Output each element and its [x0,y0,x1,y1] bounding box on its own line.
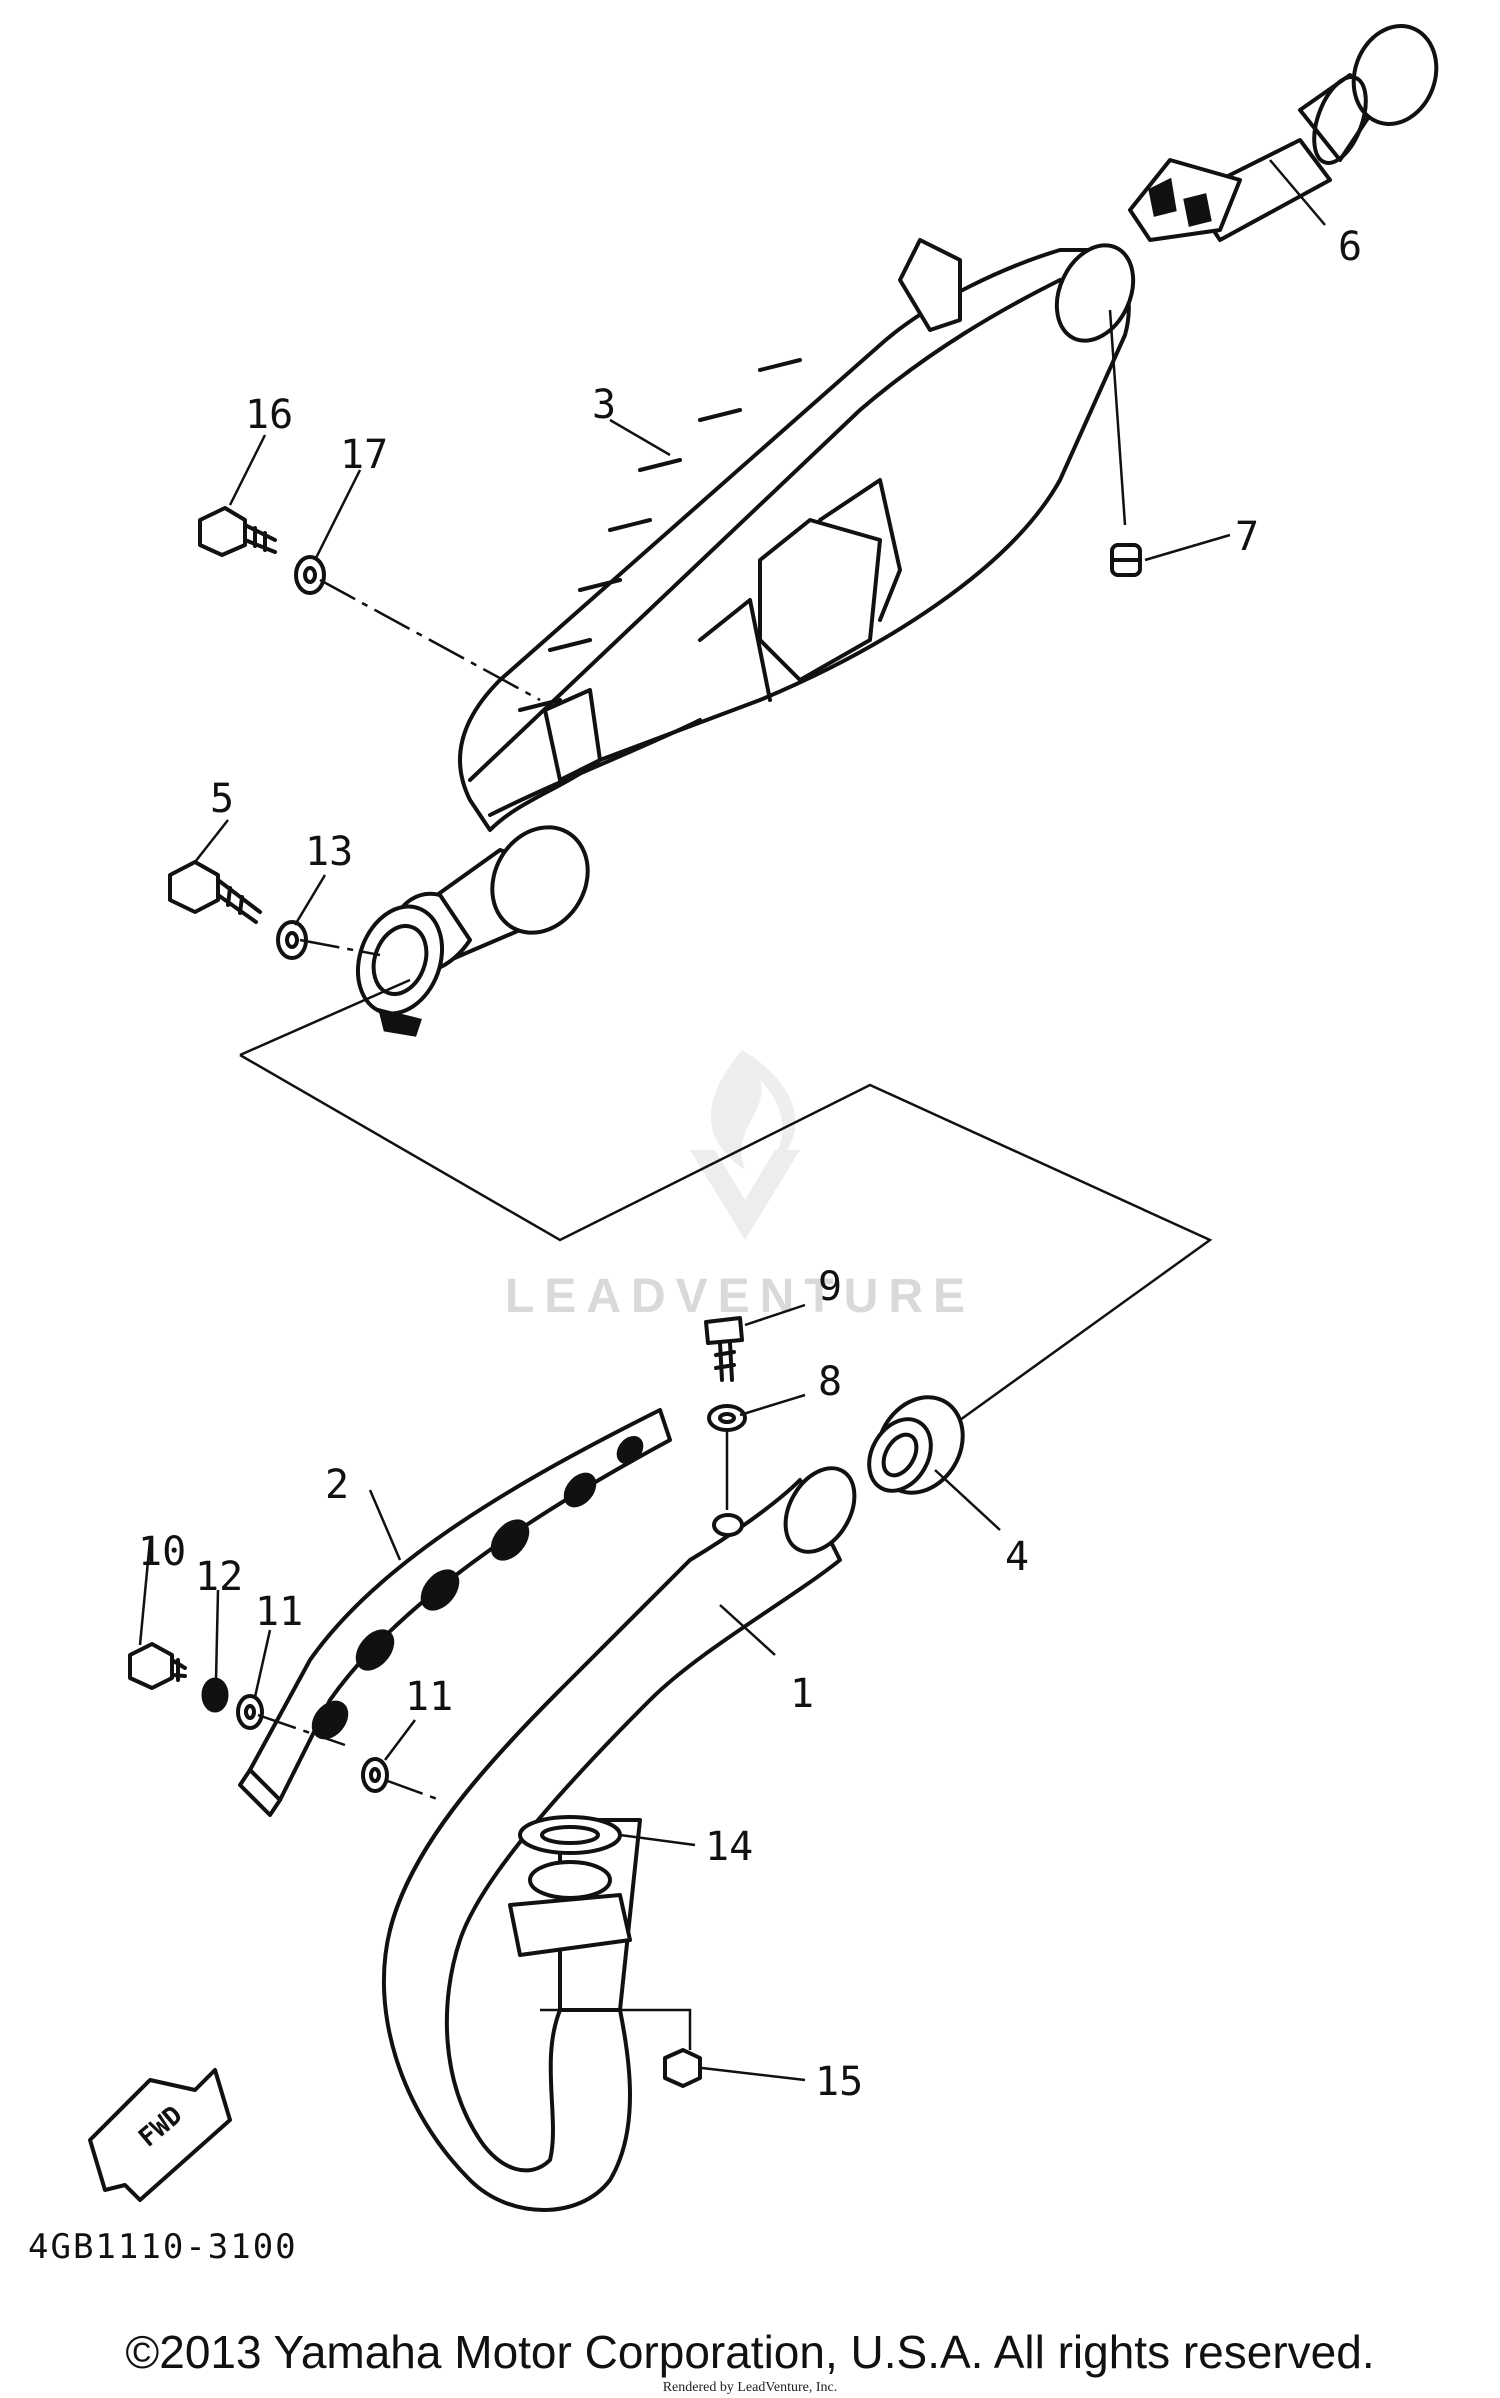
callout-2: 2 [325,1462,349,1508]
callout-3: 3 [592,382,616,428]
leader-line [719,1604,776,1656]
callout-15: 15 [815,2059,863,2105]
leader-line [619,1833,696,1847]
leader-line [1269,159,1326,226]
leader-line [934,1469,1001,1531]
leader-line [138,1539,152,1646]
leader-line [194,819,229,863]
leader-line [368,1489,402,1561]
leader-line [739,1393,806,1417]
leader-line [744,1303,806,1327]
connection-line [239,1053,1213,1422]
copyright-notice: ©2013 Yamaha Motor Corporation, U.S.A. A… [125,2326,1375,2378]
callout-11b: 11 [405,1674,453,1720]
leader-line [313,469,362,561]
bolt-16 [198,506,277,557]
fwd-arrow: FWD [88,2068,232,2202]
leader-line [384,1719,416,1761]
callout-5: 5 [210,776,234,822]
washer-11 [236,1694,264,1730]
alignment-line [319,578,541,702]
heat-protector [238,1408,672,1817]
spring-washer-12 [201,1677,229,1713]
watermark-logo [690,1050,800,1240]
callout-12: 12 [195,1554,243,1600]
callout-6: 6 [1338,224,1362,270]
rendered-by-notice: Rendered by LeadVenture, Inc. [662,2380,838,2395]
alignment-line [257,1713,346,1747]
washer-8 [707,1404,747,1432]
leader-line [214,1589,220,1681]
callout-16: 16 [245,392,293,438]
gasket-14 [518,1815,622,1855]
callout-10: 10 [138,1529,186,1575]
leader-line [253,1629,272,1698]
exhaust-pipe [382,1466,857,2212]
callout-14: 14 [705,1824,753,1870]
connection-line [239,978,411,1057]
leader-line [701,2066,806,2082]
bolt-9 [704,1316,744,1382]
leader-line [1108,309,1127,526]
screw-7 [1110,543,1142,577]
bolt-10 [128,1642,187,1690]
callout-1: 1 [790,1671,814,1717]
alignment-line [384,1778,441,1802]
bolt-5 [168,860,262,924]
washer-11b [361,1757,389,1793]
callout-8: 8 [818,1359,842,1405]
tail-pipe [1128,24,1439,242]
muffler-body [355,238,1136,1037]
leader-line [228,434,267,506]
callout-17: 17 [340,432,388,478]
callout-7: 7 [1235,514,1259,560]
alignment-line [540,2008,692,2050]
connector-sleeve [867,1395,965,1495]
alignment-line [299,938,381,957]
flange-plate [508,1860,632,1957]
callout-9: 9 [818,1264,842,1310]
nut-15 [663,2048,702,2088]
callout-11: 11 [255,1589,303,1635]
diagram-part-code: 4GB1110-3100 [28,2227,298,2267]
washer-17 [294,555,326,595]
leader-line [293,874,327,926]
callout-13: 13 [305,829,353,875]
watermark-text: LEADVENTURE [505,1270,975,1323]
leader-line [1144,533,1231,562]
leader-line [609,418,671,457]
callout-4: 4 [1005,1534,1029,1580]
